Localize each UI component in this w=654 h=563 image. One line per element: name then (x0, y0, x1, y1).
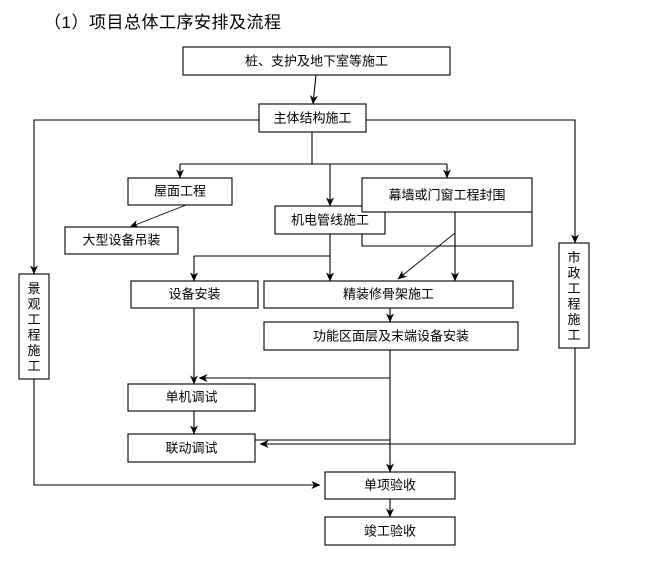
node-func-layer[interactable]: 功能区面层及末端设备安装 (263, 321, 519, 351)
edge-municipal-to-link-test (259, 348, 576, 448)
node-single-test-label: 单机调试 (165, 389, 217, 404)
edge-landscape-to-item-accept (33, 379, 321, 489)
edge-layer (30, 74, 579, 518)
node-municipal-label: 市政工程施工 (567, 250, 580, 343)
node-roof[interactable]: 屋面工程 (127, 177, 233, 206)
node-link-test[interactable]: 联动调试 (127, 433, 256, 463)
node-item-accept[interactable]: 单项验收 (324, 471, 456, 500)
node-equip-lift[interactable]: 大型设备吊装 (64, 226, 179, 255)
edge-curtain-diagonal-to-decor-frame (397, 232, 456, 280)
node-single-test[interactable]: 单机调试 (127, 383, 256, 412)
node-item-accept-label: 单项验收 (364, 477, 416, 492)
node-final-accept[interactable]: 竣工验收 (324, 516, 456, 546)
node-main-struct-label: 主体结构施工 (273, 110, 351, 125)
node-layer: 桩、支护及地下室等施工 主体结构施工 屋面工程 大型设备吊装 机电管线施工 幕墙… (18, 46, 590, 546)
node-pile-label: 桩、支护及地下室等施工 (245, 53, 388, 68)
edge-roof-to-equip-lift (129, 204, 187, 228)
node-pile[interactable]: 桩、支护及地下室等施工 (182, 46, 451, 76)
node-final-accept-label: 竣工验收 (364, 523, 416, 538)
node-mep-pipe-label: 机电管线施工 (291, 212, 369, 227)
page-title: （1）项目总体工序安排及流程 (44, 13, 282, 32)
edge-main-struct-to-municipal (366, 119, 579, 244)
node-mep-pipe[interactable]: 机电管线施工 (274, 205, 386, 235)
node-landscape[interactable]: 景观工程施工 (18, 273, 50, 380)
node-curtain-label: 幕墙或门窗工程封围 (388, 187, 505, 202)
node-link-test-label: 联动调试 (165, 440, 217, 455)
node-roof-label: 屋面工程 (154, 183, 206, 198)
node-municipal[interactable]: 市政工程施工 (558, 242, 590, 349)
node-main-struct[interactable]: 主体结构施工 (258, 103, 367, 133)
node-equip-inst-label: 设备安装 (168, 286, 220, 301)
edge-curtain-lower-rail (361, 212, 533, 247)
node-equip-inst[interactable]: 设备安装 (130, 280, 259, 309)
node-decor-frame-label: 精装修骨架施工 (343, 286, 434, 301)
edge-pile-to-main-struct (309, 74, 318, 105)
edge-main-struct-to-landscape (30, 119, 259, 275)
node-decor-frame[interactable]: 精装修骨架施工 (263, 280, 514, 309)
node-equip-lift-label: 大型设备吊装 (82, 232, 160, 247)
node-func-layer-label: 功能区面层及末端设备安装 (313, 328, 469, 343)
node-landscape-label: 景观工程施工 (27, 281, 40, 374)
node-curtain[interactable]: 幕墙或门窗工程封围 (361, 177, 533, 213)
